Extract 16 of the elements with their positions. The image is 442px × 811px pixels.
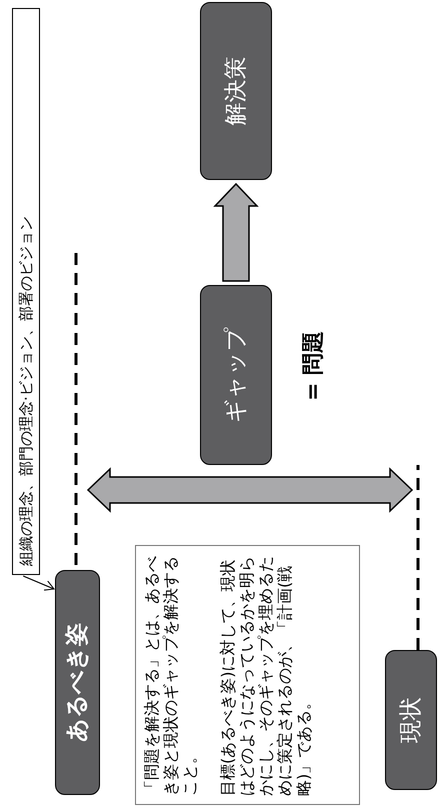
box-label: ギャップ [222,327,250,423]
box-label: あるべき姿 [63,623,92,742]
rounded-box [200,285,272,465]
block-arrow [213,182,259,282]
text-box [135,545,360,805]
equals-label: = 問題 [300,330,326,404]
box-label: 解決策 [222,56,250,126]
box-label: 現状 [396,697,425,743]
rounded-box [385,650,437,790]
description-text: 「問題を解決する」とは、あるべき姿と現状のギャップを解決すること。 [142,555,199,796]
leader-line [22,576,54,591]
label-box [12,8,40,575]
rounded-box [55,570,100,795]
rounded-box [200,2,272,180]
box-label: 組織の理念、部門の理念·ビジョン、部署のビジョン [16,216,36,566]
description-text: 目標(あるべき姿)に対して、現状はどのようになっているかを明らかにし、そのギャップを埋めるために策定されるのが、「計画(戦略)」である。 [218,555,313,796]
